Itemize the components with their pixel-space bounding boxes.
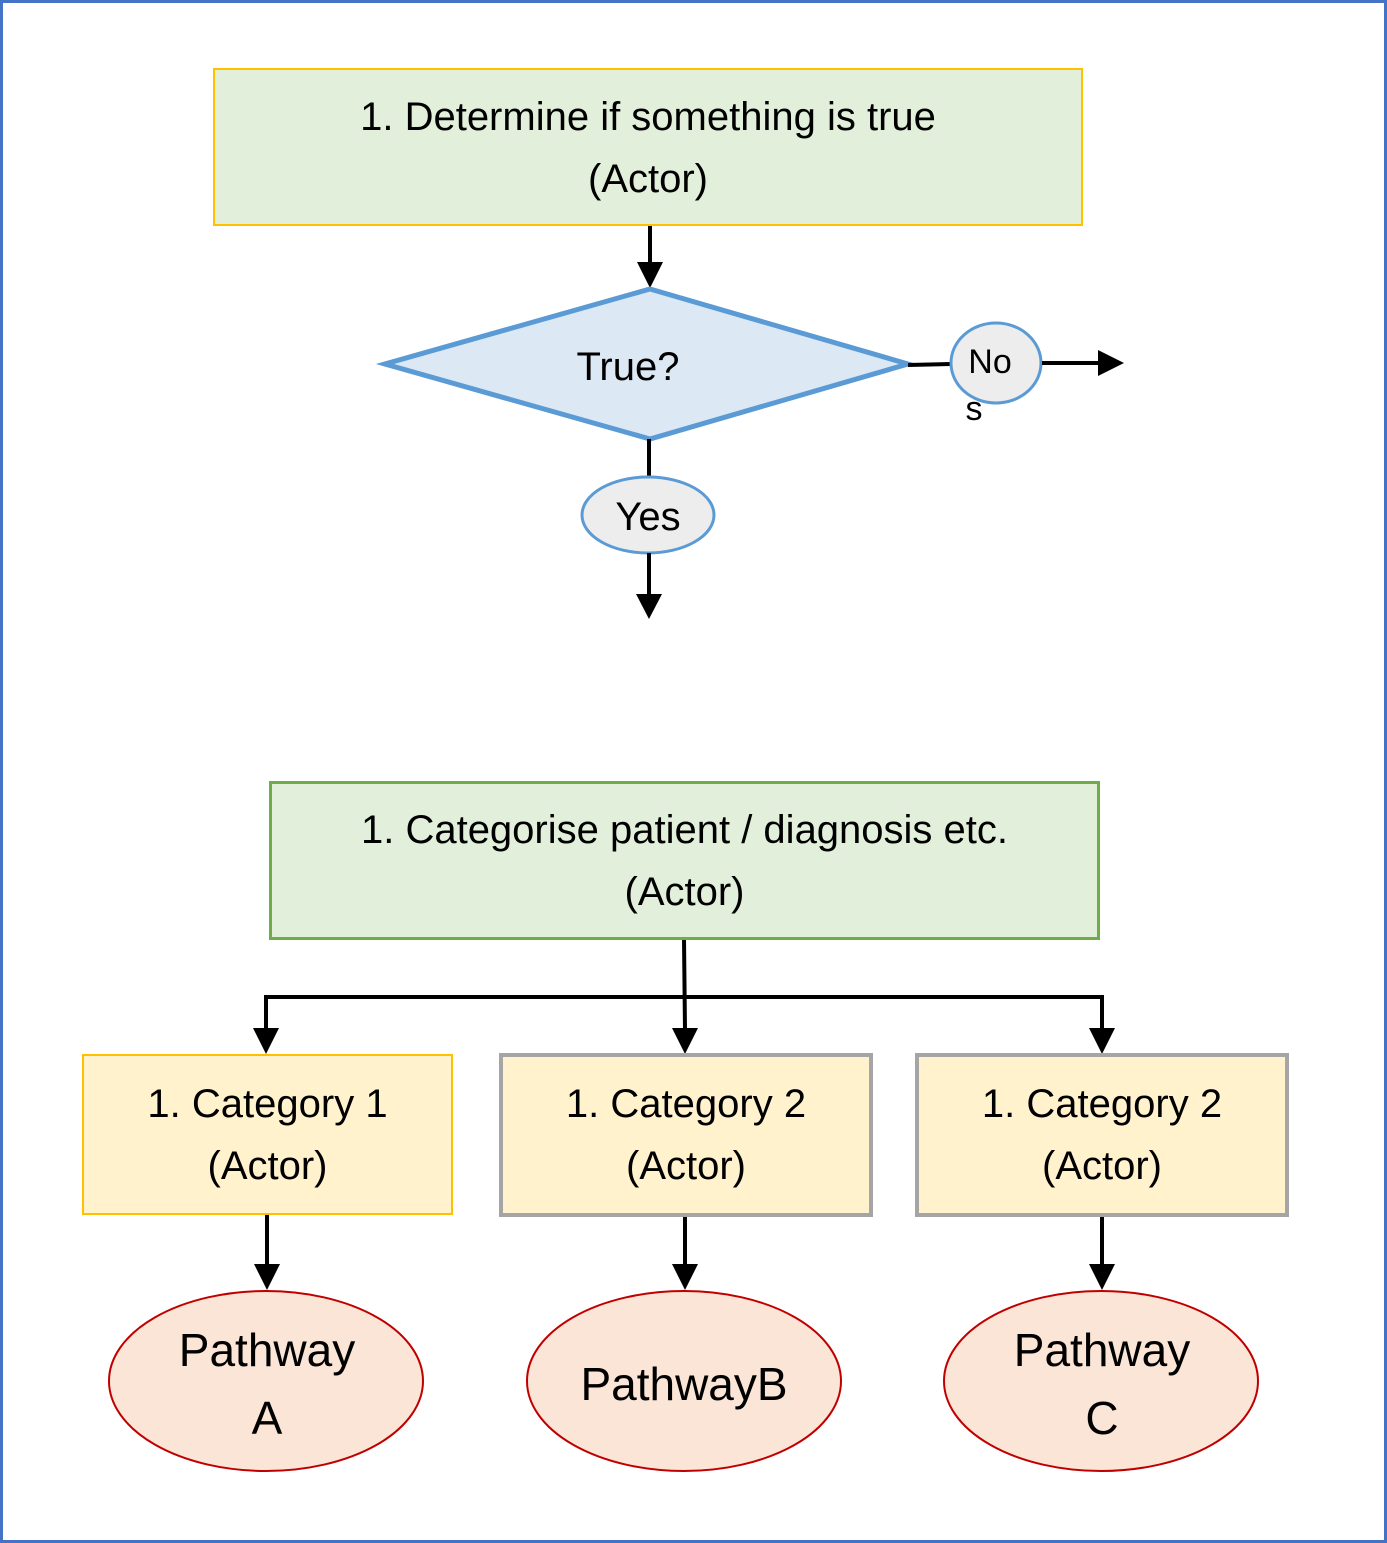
connector-yes-label: Yes (615, 495, 680, 539)
connector-no-shape (949, 321, 1043, 405)
process-determine-true[interactable]: 1. Determine if something is true (Actor… (213, 68, 1083, 226)
arrow-category-2-to-pathway-b (672, 1216, 698, 1290)
arrow-no-exit (1042, 350, 1124, 376)
pathway-a[interactable]: Pathway A (108, 1290, 424, 1472)
process-determine-true-title: 1. Determine if something is true (360, 95, 936, 139)
line-categorise-trunk (682, 938, 687, 1031)
category-1-actor: (Actor) (207, 1143, 328, 1188)
process-categorise[interactable]: 1. Categorise patient / diagnosis etc. (… (269, 781, 1100, 940)
category-1-box[interactable]: 1. Category 1 (Actor) (82, 1054, 453, 1215)
pathway-c[interactable]: Pathway C (943, 1290, 1259, 1472)
process-categorise-actor: (Actor) (624, 869, 745, 914)
category-3-title: 1. Category 2 (981, 1082, 1223, 1126)
connector-yes[interactable]: Yes (580, 475, 716, 555)
arrow-category-3-to-pathway-c (1089, 1216, 1115, 1290)
arrow-process-to-decision (637, 226, 663, 288)
pathway-a-line1: Pathway (179, 1324, 355, 1376)
pathway-a-shape (108, 1290, 424, 1472)
decision-true[interactable]: True? (375, 286, 917, 442)
arrow-to-category-3 (1089, 995, 1115, 1054)
process-categorise-title: 1. Categorise patient / diagnosis etc. (360, 807, 1009, 852)
connector-no-overflow-text: s (966, 390, 983, 428)
arrow-category-1-to-pathway-a (254, 1214, 280, 1290)
pathway-c-line1: Pathway (1014, 1324, 1190, 1376)
category-2-title: 1. Category 2 (565, 1082, 807, 1126)
category-3-box[interactable]: 1. Category 2 (Actor) (915, 1053, 1289, 1217)
pathway-c-shape (943, 1290, 1259, 1472)
decision-label: True? (576, 345, 679, 389)
pathway-b-line1: PathwayB (580, 1358, 787, 1410)
connector-no-label: No (968, 343, 1011, 381)
arrow-to-category-1 (253, 995, 279, 1054)
arrow-to-category-2 (672, 1028, 698, 1054)
pathway-a-line2: A (252, 1392, 283, 1444)
pathway-b-shape (526, 1290, 842, 1472)
line-decision-to-no (907, 362, 952, 367)
category-2-box[interactable]: 1. Category 2 (Actor) (499, 1053, 873, 1217)
category-2-actor: (Actor) (626, 1144, 746, 1188)
process-determine-true-actor: (Actor) (588, 157, 708, 201)
category-1-title: 1. Category 1 (147, 1081, 388, 1126)
arrow-yes-exit (636, 553, 662, 619)
pathway-b[interactable]: PathwayB (526, 1290, 842, 1472)
pathway-c-line2: C (1085, 1392, 1118, 1444)
connector-no[interactable]: No s (949, 321, 1043, 428)
category-3-actor: (Actor) (1042, 1144, 1162, 1188)
